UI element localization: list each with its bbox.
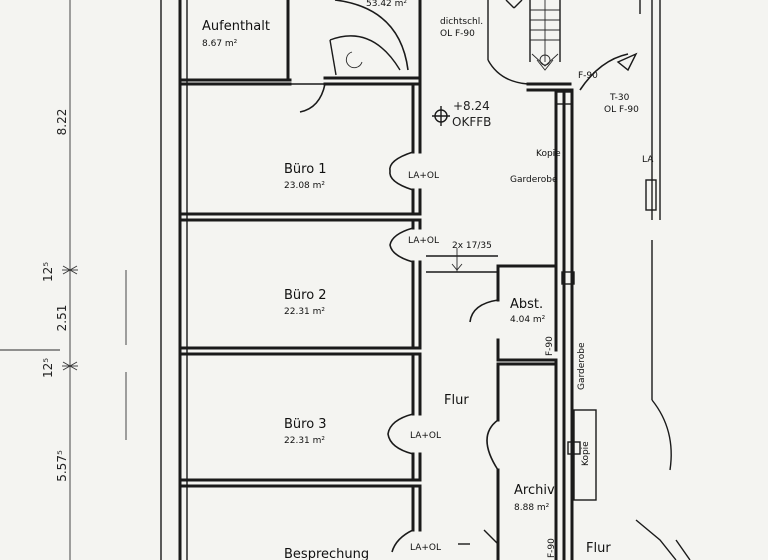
label-level: +8.24 [453,99,490,113]
label-door-spec: LA+OL [410,543,441,553]
room-area-top: 53.42 m² [366,0,407,9]
abst-door [469,299,499,323]
f90-door-swing [579,53,629,91]
buero1-side-door [389,151,414,191]
label-f90-archiv: F-90 [547,538,557,558]
dimension-chain: 8.22 12⁵ 2.51 12⁵ 5.57⁵ [0,0,127,560]
office-walls [178,0,422,532]
room-area-archiv: 8.88 m² [514,503,550,513]
annotations: dichtschl. OL F-90 F-90 T-30 OL F-90 +8.… [408,17,654,558]
dimension-label: 2.51 [55,305,69,332]
dimension-tick [62,265,78,275]
label-door-spec: LA+OL [410,431,441,441]
level-marker [432,106,450,126]
copier-cabinet [573,409,597,501]
room-name-buero3: Büro 3 [284,417,327,432]
dimension-label: 5.57⁵ [55,450,69,482]
label-garderobe-right: Garderobe [577,342,587,390]
label-door-spec: LA+OL [408,171,439,181]
dimension-label: 8.22 [55,109,69,136]
dimension-label: 12⁵ [41,358,55,378]
label-t30: T-30 [609,93,630,103]
room-name-flur-right: Flur [586,541,611,556]
dimension-tick [62,361,78,371]
room-name-besprechung: Besprechung [284,547,369,560]
label-stair-steps: 2x 17/35 [452,241,492,251]
label-f90-abst: F-90 [545,336,555,356]
label-garderobe: Garderobe [510,175,558,185]
label-f90-door: F-90 [578,71,598,81]
buero1-door [290,83,326,113]
room-area-buero1: 23.08 m² [284,181,325,191]
label-dichtschl: dichtschl. [440,17,483,27]
label-kopie-right: Kopie [581,441,591,466]
besprechung-door [391,529,414,553]
buero3-door [387,413,414,455]
archiv-door [486,419,499,471]
room-name-archiv: Archiv [514,483,555,498]
room-labels: Aufenthalt 8.67 m² 53.42 m² Büro 1 23.08… [202,0,611,560]
facade-wall [160,0,188,560]
door-closer-icon [345,51,363,69]
room-name-aufenthalt: Aufenthalt [202,19,270,34]
buero2-door [389,227,414,263]
room-area-abst: 4.04 m² [510,315,546,325]
room-name-flur: Flur [444,393,469,408]
room-area-buero3: 22.31 m² [284,436,325,446]
label-door-spec: LA+OL [408,236,439,246]
corridor-walls [426,88,597,560]
stair-top [529,0,561,71]
label-kopie: Kopie [536,149,561,159]
right-structure [579,0,691,560]
label-level-ref: OKFFB [452,115,491,129]
entry-door [329,0,409,76]
room-area-aufenthalt: 8.67 m² [202,39,238,49]
room-area-buero2: 22.31 m² [284,307,325,317]
room-name-abst: Abst. [510,297,543,312]
room-name-buero2: Büro 2 [284,288,327,303]
label-t30-ol: OL F-90 [604,105,639,115]
room-name-buero1: Büro 1 [284,162,327,177]
label-la: LA [642,155,654,165]
label-ol-f90: OL F-90 [440,29,475,39]
dimension-label: 12⁵ [41,262,55,282]
